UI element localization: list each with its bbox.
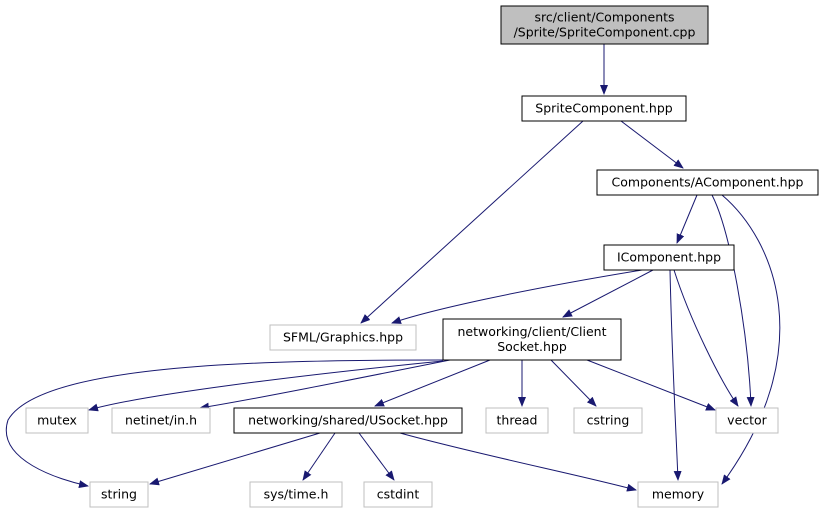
node-mutex[interactable]: mutex bbox=[25, 407, 89, 434]
node-box bbox=[89, 481, 149, 508]
node-label: vector bbox=[727, 413, 768, 428]
node-cstdint[interactable]: cstdint bbox=[363, 481, 433, 508]
edge-clientsocket-to-netinet bbox=[199, 359, 451, 411]
node-box bbox=[573, 407, 643, 434]
node-box bbox=[500, 5, 709, 45]
edge-acomponent-to-icomponent bbox=[676, 194, 698, 244]
node-box bbox=[715, 407, 779, 434]
node-label: SFML/Graphics.hpp bbox=[283, 330, 403, 345]
edge-clientsocket-to-string bbox=[5, 359, 444, 489]
edge-clientsocket-to-mutex bbox=[88, 360, 444, 412]
node-box bbox=[442, 318, 622, 361]
edge-clientsocket-to-usocket bbox=[374, 359, 491, 407]
node-box bbox=[596, 169, 819, 196]
edge-sprite_hpp-to-sfml bbox=[360, 120, 584, 324]
node-memory[interactable]: memory bbox=[637, 481, 719, 508]
node-label: Socket.hpp bbox=[497, 339, 567, 354]
node-box bbox=[363, 481, 433, 508]
edge-usocket-to-systime bbox=[302, 432, 336, 481]
node-icomponent[interactable]: IComponent.hpp bbox=[603, 244, 735, 271]
edge-sprite_hpp-to-acomponent bbox=[620, 120, 684, 169]
edge-usocket-to-string bbox=[149, 432, 321, 486]
node-acomponent[interactable]: Components/AComponent.hpp bbox=[596, 169, 819, 196]
node-usocket[interactable]: networking/shared/USocket.hpp bbox=[233, 407, 463, 434]
edge-icomponent-to-clientsocket bbox=[562, 269, 654, 318]
node-label: mutex bbox=[37, 413, 77, 428]
node-box bbox=[485, 407, 549, 434]
node-label: SpriteComponent.hpp bbox=[535, 101, 672, 116]
node-box bbox=[521, 95, 687, 122]
node-box bbox=[637, 481, 719, 508]
node-label: Components/AComponent.hpp bbox=[612, 175, 804, 190]
node-label: sys/time.h bbox=[264, 487, 329, 502]
edge-acomponent-to-vector bbox=[711, 194, 755, 407]
node-box bbox=[603, 244, 735, 271]
node-netinet[interactable]: netinet/in.h bbox=[111, 407, 211, 434]
node-label: cstdint bbox=[377, 487, 420, 502]
node-label: memory bbox=[652, 487, 705, 502]
node-systime[interactable]: sys/time.h bbox=[249, 481, 343, 508]
node-label: IComponent.hpp bbox=[617, 250, 721, 265]
edge-clientsocket-to-vector bbox=[586, 359, 716, 411]
edges-layer bbox=[5, 44, 781, 492]
node-label: networking/shared/USocket.hpp bbox=[248, 413, 448, 428]
node-box bbox=[249, 481, 343, 508]
node-vector[interactable]: vector bbox=[715, 407, 779, 434]
edge-acomponent-to-memory bbox=[721, 194, 781, 485]
edge-icomponent-to-memory bbox=[669, 269, 682, 481]
node-sprite-hpp[interactable]: SpriteComponent.hpp bbox=[521, 95, 687, 122]
node-sprite-cpp: src/client/Components/Sprite/SpriteCompo… bbox=[500, 5, 709, 45]
node-sfml[interactable]: SFML/Graphics.hpp bbox=[269, 324, 417, 351]
node-label: src/client/Components bbox=[534, 10, 674, 25]
edge-usocket-to-memory bbox=[399, 432, 637, 492]
node-box bbox=[269, 324, 417, 351]
node-label: thread bbox=[497, 413, 538, 428]
node-cstring[interactable]: cstring bbox=[573, 407, 643, 434]
edge-clientsocket-to-cstring bbox=[550, 359, 597, 407]
node-label: /Sprite/SpriteComponent.cpp bbox=[514, 25, 696, 40]
edge-icomponent-to-vector bbox=[673, 269, 739, 407]
node-box bbox=[233, 407, 463, 434]
node-label: netinet/in.h bbox=[125, 413, 197, 428]
nodes-layer: src/client/Components/Sprite/SpriteCompo… bbox=[25, 5, 819, 508]
node-label: cstring bbox=[587, 413, 630, 428]
edge-icomponent-to-sfml bbox=[391, 269, 643, 324]
edge-usocket-to-cstdint bbox=[358, 432, 395, 481]
node-string[interactable]: string bbox=[89, 481, 149, 508]
node-box bbox=[111, 407, 211, 434]
node-label: string bbox=[101, 487, 137, 502]
node-box bbox=[25, 407, 89, 434]
node-label: networking/client/Client bbox=[457, 324, 606, 339]
node-thread[interactable]: thread bbox=[485, 407, 549, 434]
